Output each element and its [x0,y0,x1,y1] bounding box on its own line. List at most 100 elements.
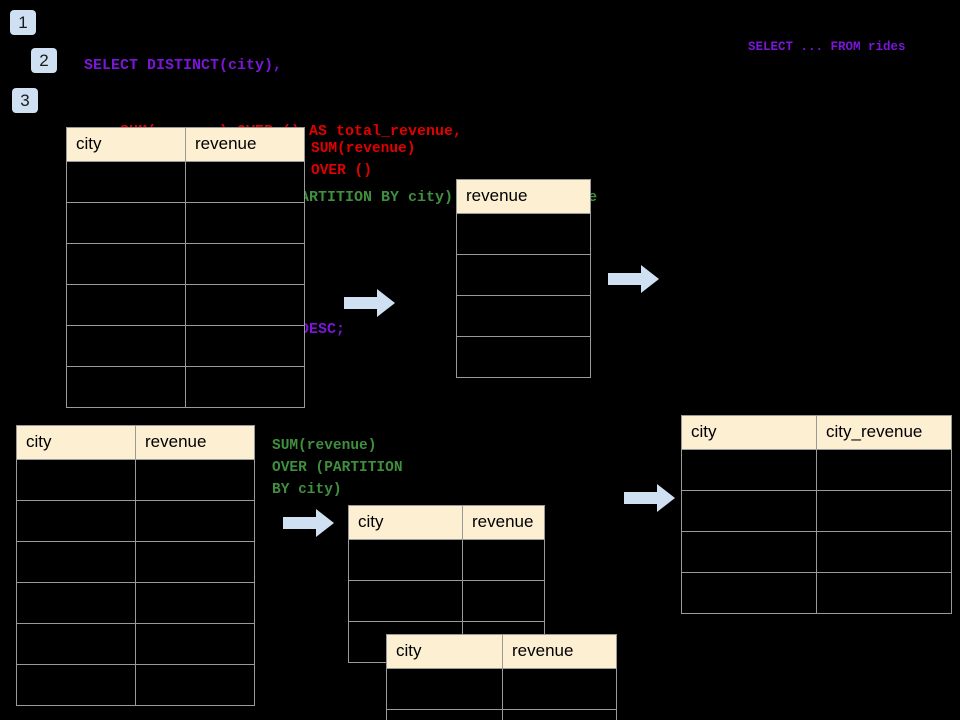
cell-city-revenue [816,531,952,573]
cell-city [681,449,817,491]
table-row [66,202,305,244]
table-row [16,664,255,706]
table-row [66,366,305,408]
cell-revenue [185,366,305,408]
cell-city [16,459,136,501]
table-row [681,490,952,532]
column-header-revenue: revenue [456,179,591,214]
sql-line-select: SELECT DISTINCT(city), [84,57,283,74]
cell-revenue [135,623,255,665]
rides-source-table-bottom: city revenue [16,425,255,706]
column-header-city: city [16,425,136,460]
arrow-total-to-result [608,265,659,293]
table-row [456,336,591,378]
cell-city [348,539,463,581]
table-row [66,325,305,367]
cell-revenue [502,668,617,710]
table-row [348,580,545,622]
partition-table-front: city revenue [386,634,617,720]
rides-source-table-top: city revenue [66,127,305,408]
cell-city [16,664,136,706]
table-row [66,284,305,326]
table-header-row: city revenue [348,505,545,540]
cell-city [16,500,136,542]
cell-city [681,572,817,614]
step-badge-2: 2 [31,48,57,73]
cell-revenue [185,202,305,244]
table-row [348,539,545,581]
cell-city [66,243,186,285]
cell-revenue [456,254,591,296]
table-row [681,531,952,573]
table-row [66,161,305,203]
table-row [16,500,255,542]
cell-city [681,490,817,532]
arrow-source-to-partition [283,509,334,537]
cell-city [348,580,463,622]
cell-city [66,202,186,244]
cell-revenue [135,582,255,624]
cell-revenue [462,539,545,581]
cell-revenue [185,243,305,285]
cell-revenue [185,325,305,367]
cell-city-revenue [816,572,952,614]
cell-revenue [135,459,255,501]
table-header-row: city revenue [16,425,255,460]
cell-city [16,541,136,583]
table-row [16,582,255,624]
table-row [16,459,255,501]
column-header-city: city [348,505,463,540]
cell-revenue [456,295,591,337]
cell-city [681,531,817,573]
cell-city [66,161,186,203]
final-result-table: city city_revenue [681,415,952,614]
table-row [16,541,255,583]
table-row [66,243,305,285]
table-header-row: city city_revenue [681,415,952,450]
table-header-row: revenue [456,179,591,214]
cell-city-revenue [816,490,952,532]
cell-revenue [185,284,305,326]
cell-city-revenue [816,449,952,491]
total-revenue-table: revenue [456,179,591,378]
table-header-row: city revenue [66,127,305,162]
step-badge-1: 1 [10,10,36,35]
partition-table-back: city revenue [348,505,545,663]
cell-city [386,668,503,710]
cell-city [386,709,503,720]
cell-revenue [462,580,545,622]
cell-revenue [135,664,255,706]
column-header-city: city [386,634,503,669]
cell-revenue [502,709,617,720]
cell-city [16,582,136,624]
cell-revenue [135,541,255,583]
cell-revenue [456,336,591,378]
arrow-partition-to-result [624,484,675,512]
table-header-row: city revenue [386,634,617,669]
table-row [456,254,591,296]
column-header-revenue: revenue [502,634,617,669]
table-row [456,295,591,337]
column-header-revenue: revenue [185,127,305,162]
cell-city [16,623,136,665]
column-header-city-revenue: city_revenue [816,415,952,450]
annotation-city-revenue: SUM(revenue) OVER (PARTITION BY city) [272,438,403,498]
table-row [681,572,952,614]
column-header-revenue: revenue [135,425,255,460]
cell-city [66,366,186,408]
column-header-city: city [681,415,817,450]
arrow-source-to-total [344,289,395,317]
table-row [386,709,617,720]
cell-city [66,284,186,326]
cell-revenue [135,500,255,542]
table-row [386,668,617,710]
table-row [16,623,255,665]
cell-revenue [185,161,305,203]
table-row [456,213,591,255]
table-row [681,449,952,491]
sidenote-select-from-rides: SELECT ... FROM rides [748,40,906,54]
cell-city [66,325,186,367]
step-badge-3: 3 [12,88,38,113]
column-header-revenue: revenue [462,505,545,540]
